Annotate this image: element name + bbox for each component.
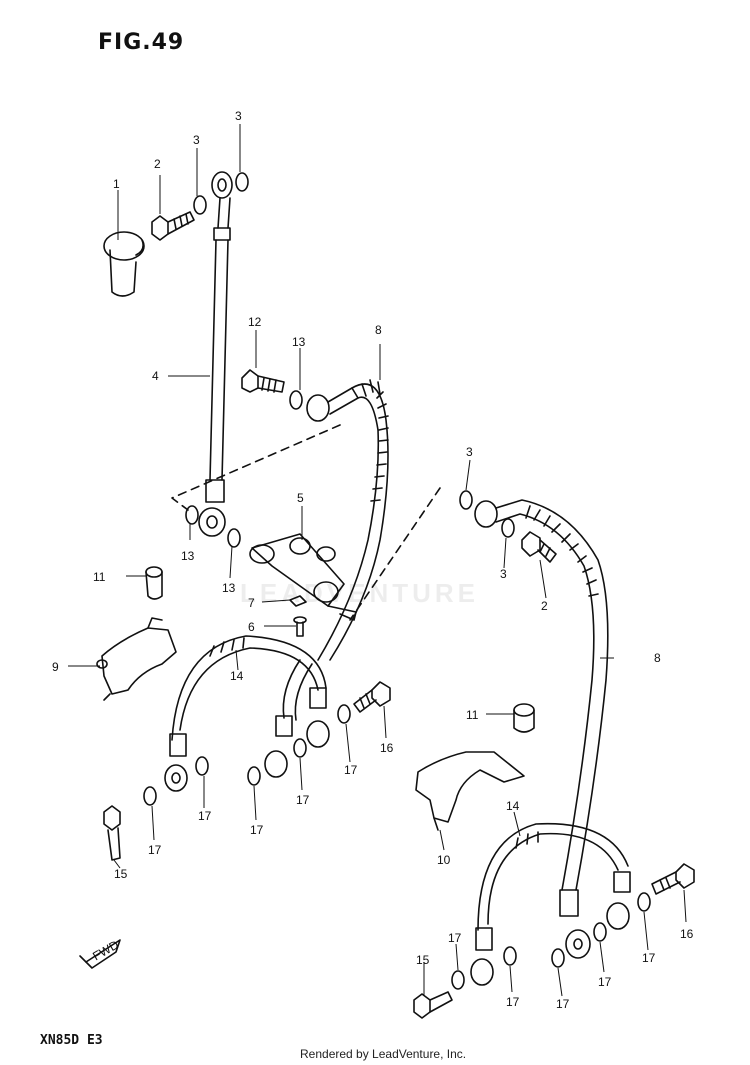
washer-lower-b — [227, 528, 241, 548]
callout-3-upper-a: 3 — [193, 133, 200, 147]
callout-13-lower-a: 13 — [181, 549, 195, 563]
part-bolt-lower-right — [413, 991, 453, 1019]
part-washer-small — [289, 595, 307, 607]
washer-17-h — [551, 948, 565, 968]
leader-dashed-a — [171, 424, 341, 511]
callout-4: 4 — [152, 369, 159, 383]
part-grommet-left — [145, 566, 163, 600]
part-bolt-middle — [353, 681, 391, 713]
callout-11-left: 11 — [93, 570, 106, 584]
part-3-way-joint — [249, 533, 357, 621]
part-bolt-right — [651, 863, 695, 895]
washer-17-c — [247, 766, 261, 786]
part-hose-right — [474, 499, 609, 959]
part-union-bolt-upper — [151, 211, 195, 241]
callout-13-lower-b: 13 — [222, 581, 236, 595]
callout-17-j: 17 — [642, 951, 656, 965]
washer-17-f — [451, 970, 465, 990]
callout-17-f: 17 — [448, 931, 462, 945]
part-bolt-lower-left — [103, 805, 121, 861]
watermark: LEADVENTURE — [240, 578, 480, 608]
callout-17-i: 17 — [598, 975, 612, 989]
part-bracket-left — [96, 617, 177, 701]
washer-17-b — [143, 786, 157, 806]
callout-1: 1 — [113, 177, 120, 191]
callout-17-h: 17 — [556, 997, 570, 1011]
callout-17-g: 17 — [506, 995, 520, 1009]
callout-17-a: 17 — [198, 809, 212, 823]
washer-17-j — [637, 892, 651, 912]
callout-16-right: 16 — [680, 927, 694, 941]
leader-dashed-b — [349, 487, 441, 621]
washer-17-a — [195, 756, 209, 776]
washer-upper-a — [193, 195, 207, 215]
part-grommet-right — [513, 703, 535, 733]
washer-upper-b — [235, 172, 249, 192]
callout-8-left: 8 — [375, 323, 382, 337]
render-credit: Rendered by LeadVenture, Inc. — [300, 1047, 467, 1061]
callout-9: 9 — [52, 660, 59, 674]
callout-labels: 1 2 3 3 12 13 8 4 13 13 5 3 3 2 8 11 7 6… — [52, 109, 694, 1011]
part-hose-vertical — [198, 171, 233, 537]
callout-15-left: 15 — [114, 867, 128, 881]
callout-17-c: 17 — [250, 823, 264, 837]
callout-13-middle: 13 — [292, 335, 306, 349]
part-screw — [293, 616, 307, 637]
callout-15-right: 15 — [416, 953, 430, 967]
callout-11-right: 11 — [466, 708, 479, 722]
washer-17-d — [293, 738, 307, 758]
part-union-bolt-right — [521, 531, 557, 563]
part-hose-lower-left — [164, 635, 330, 792]
fwd-arrow-icon — [79, 939, 121, 969]
leader-lines — [68, 124, 687, 997]
callout-2-right: 2 — [541, 599, 548, 613]
washer-17-i — [593, 922, 607, 942]
callout-2-upper: 2 — [154, 157, 161, 171]
callout-17-e: 17 — [344, 763, 358, 777]
part-hose-lower-right — [470, 822, 631, 986]
callout-14-left: 14 — [230, 669, 244, 683]
callout-6: 6 — [248, 620, 255, 634]
callout-8-right: 8 — [654, 651, 661, 665]
part-bracket-right — [415, 751, 525, 831]
washer-17-e — [337, 704, 351, 724]
washer-right-b — [501, 518, 515, 538]
model-code: XN85D E3 — [40, 1033, 103, 1048]
washer-lower-a — [185, 505, 199, 525]
callout-12: 12 — [248, 315, 262, 329]
callout-3-right-a: 3 — [466, 445, 473, 459]
washer-right-a — [459, 490, 473, 510]
washer-middle — [289, 390, 303, 410]
callout-3-upper-b: 3 — [235, 109, 242, 123]
callout-14-right: 14 — [506, 799, 520, 813]
callout-7: 7 — [248, 596, 255, 610]
callout-17-d: 17 — [296, 793, 310, 807]
figure-label: FIG.49 — [98, 30, 185, 55]
callout-16-middle: 16 — [380, 741, 394, 755]
part-union-bolt-middle — [241, 369, 285, 393]
callout-3-right-b: 3 — [500, 567, 507, 581]
callout-17-b: 17 — [148, 843, 162, 857]
part-cap — [103, 231, 145, 297]
callout-10: 10 — [437, 853, 451, 867]
washer-17-g — [503, 946, 517, 966]
callout-5: 5 — [297, 491, 304, 505]
